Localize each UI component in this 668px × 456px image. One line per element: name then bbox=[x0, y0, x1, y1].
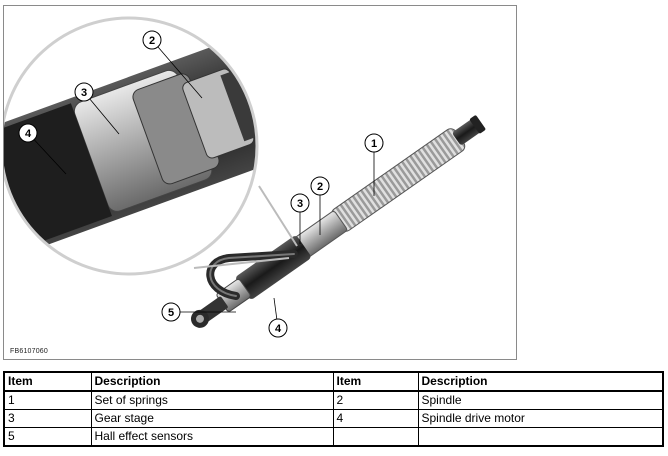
table-row: 5 Hall effect sensors bbox=[3, 427, 664, 447]
component-illustration: 2 3 4 1 2 3 4 bbox=[3, 5, 517, 360]
figure-code: FB6107060 bbox=[10, 348, 48, 355]
item-number: 5 bbox=[3, 427, 92, 447]
table-header-row: Item Description Item Description bbox=[3, 371, 664, 392]
callout-3-zoom: 3 bbox=[74, 82, 94, 102]
svg-text:3: 3 bbox=[81, 87, 87, 99]
svg-text:4: 4 bbox=[25, 128, 32, 140]
callout-4: 4 bbox=[268, 318, 288, 338]
spindle-drive-drawing: 2 3 4 1 2 3 4 bbox=[4, 16, 486, 338]
table-row: 1 Set of springs 2 Spindle bbox=[3, 390, 664, 410]
callout-group: 2 3 4 1 2 3 4 bbox=[18, 30, 384, 338]
item-number: 1 bbox=[3, 390, 92, 410]
item-description: Set of springs bbox=[90, 390, 334, 410]
item-number: 3 bbox=[3, 409, 92, 428]
item-number: 4 bbox=[332, 409, 419, 428]
item-number: 2 bbox=[332, 390, 419, 410]
callout-1: 1 bbox=[364, 133, 384, 153]
item-description: Gear stage bbox=[90, 409, 334, 428]
header-item: Item bbox=[332, 371, 419, 392]
header-item: Item bbox=[3, 371, 92, 392]
item-number bbox=[332, 427, 419, 447]
svg-text:5: 5 bbox=[168, 307, 174, 319]
callout-5: 5 bbox=[161, 302, 181, 322]
svg-text:1: 1 bbox=[371, 138, 377, 150]
table-row: 3 Gear stage 4 Spindle drive motor bbox=[3, 409, 664, 428]
svg-text:3: 3 bbox=[297, 198, 303, 210]
parts-table: Item Description Item Description 1 Set … bbox=[3, 371, 664, 447]
callout-4-zoom: 4 bbox=[18, 123, 38, 143]
header-description: Description bbox=[417, 371, 664, 392]
svg-text:4: 4 bbox=[275, 323, 282, 335]
item-description: Spindle drive motor bbox=[417, 409, 664, 428]
item-description: Spindle bbox=[417, 390, 664, 410]
svg-text:2: 2 bbox=[317, 181, 323, 193]
header-description: Description bbox=[90, 371, 334, 392]
callout-2: 2 bbox=[310, 176, 330, 196]
svg-text:2: 2 bbox=[149, 35, 155, 47]
item-description bbox=[417, 427, 664, 447]
callout-3: 3 bbox=[290, 193, 310, 213]
zoom-circle-outline bbox=[4, 16, 259, 276]
callout-2-zoom: 2 bbox=[142, 30, 162, 50]
item-description: Hall effect sensors bbox=[90, 427, 334, 447]
